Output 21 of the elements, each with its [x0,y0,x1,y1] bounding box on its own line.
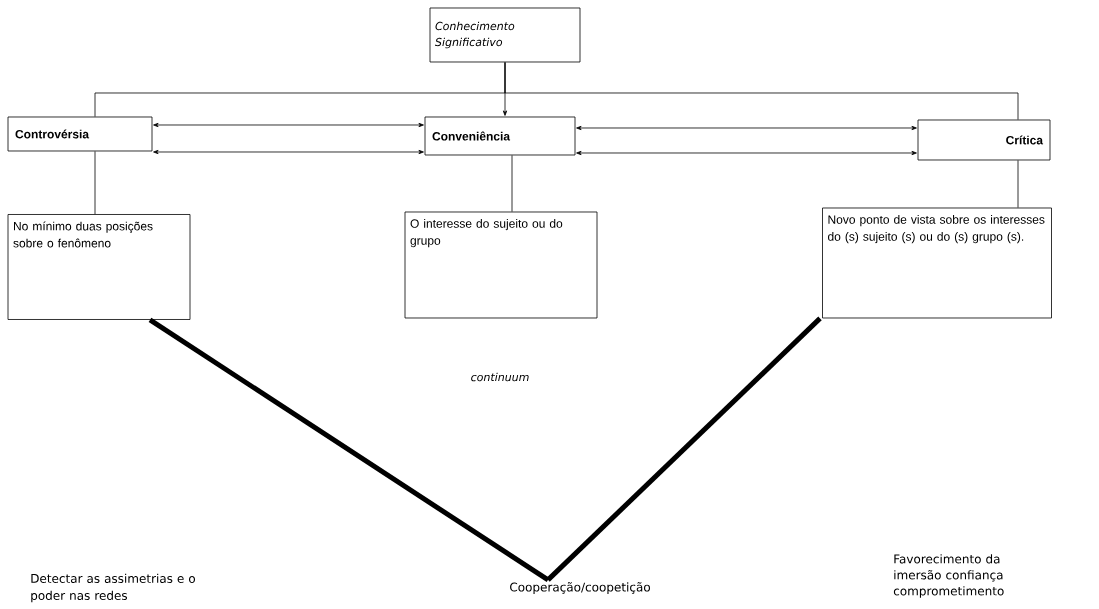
double-arrow [153,149,424,155]
connector-line [511,155,513,212]
connector-line [1017,160,1019,208]
connector-line [94,151,96,215]
note-text: Favorecimento da imersão confiança comprometimento [893,554,1004,598]
double-arrow [576,150,917,156]
thick-line [148,317,550,582]
description-box: No mínimo duas posições sobre o fenômeno [7,214,191,320]
connector-line [504,62,1019,120]
concept-box: Conveniência [424,116,576,156]
double-arrow [153,122,424,128]
thick-line [546,316,822,582]
heading-box: Conhecimento Significativo [429,7,581,63]
note-text: Detectar as assimetrias e o poder nas redes [31,573,195,603]
concept-box: Controvérsia [7,116,153,152]
outcome-text: Cooperação/coopetição [510,582,650,594]
description-box: O interesse do sujeito ou do grupo [404,211,598,319]
annotation-text: continuum [471,372,529,382]
concept-box: Crítica [917,119,1051,161]
double-arrow [576,125,917,131]
description-box: Novo ponto de vista sobre os interesses do (s) sujeito (s) ou do (s) grupo (s). [822,207,1052,319]
